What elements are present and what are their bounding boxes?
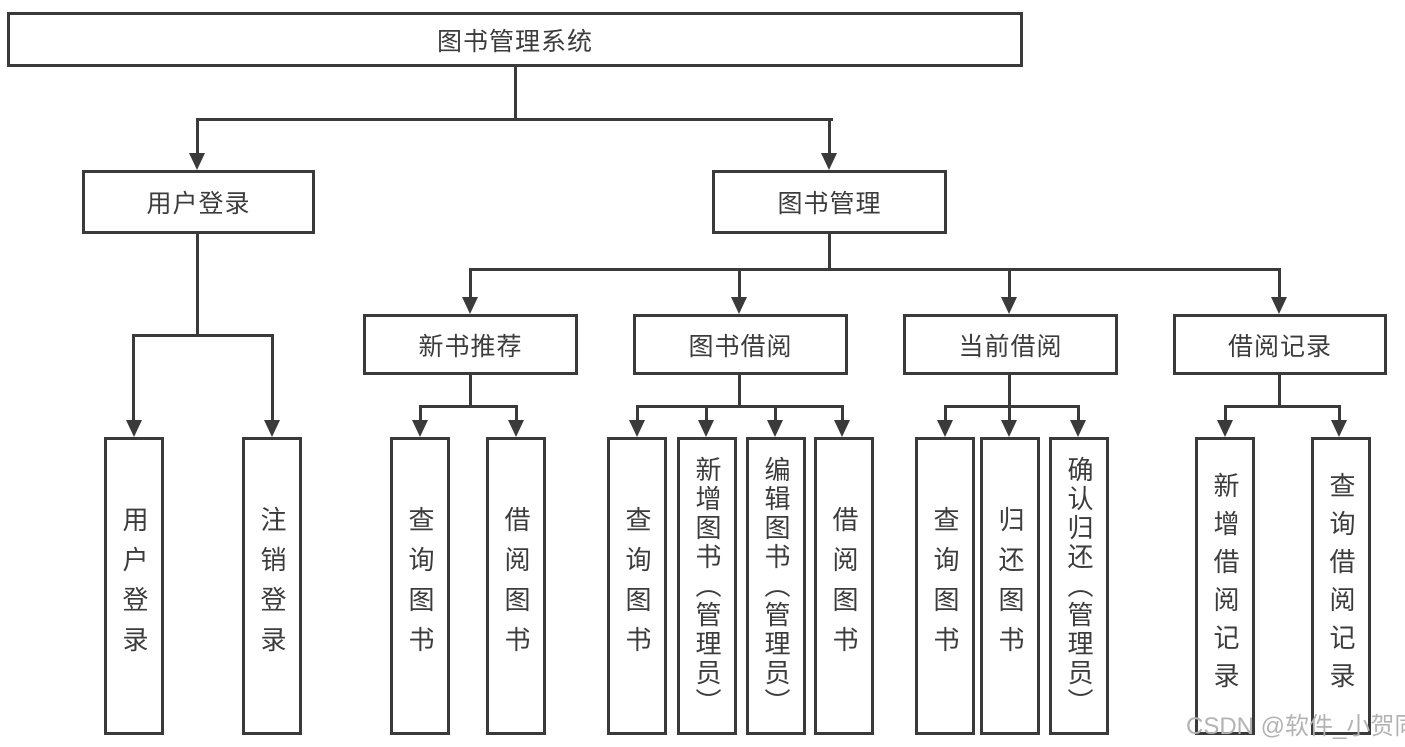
connector-line — [419, 405, 518, 408]
arrowhead-down-icon — [1271, 297, 1287, 314]
connector-line — [469, 268, 1281, 271]
connector-line — [196, 234, 199, 337]
arrowhead-down-icon — [731, 297, 747, 314]
connector-line — [1278, 268, 1281, 300]
arrowhead-down-icon — [189, 153, 205, 170]
node-book-borrowing: 图书借阅 — [633, 314, 848, 375]
connector-line — [515, 405, 518, 423]
node-borrowing-records: 借阅记录 — [1173, 314, 1387, 375]
leaf-add-books-admin: 新增图书（管理员） — [677, 437, 737, 735]
connector-line — [738, 375, 741, 408]
arrowhead-down-icon — [1331, 420, 1347, 437]
connector-line — [828, 118, 831, 156]
arrowhead-down-icon — [462, 297, 478, 314]
leaf-borrow-books-borrowing: 借阅图书 — [814, 437, 874, 735]
leaf-add-borrow-record: 新增借阅记录 — [1195, 437, 1255, 735]
connector-line — [271, 334, 274, 422]
connector-line — [636, 405, 844, 408]
connector-line — [1224, 405, 1341, 408]
arrowhead-down-icon — [821, 153, 837, 170]
leaf-edit-books-admin: 编辑图书（管理员） — [746, 437, 806, 735]
arrowhead-down-icon — [1070, 420, 1086, 437]
connector-line — [1008, 268, 1011, 300]
connector-line — [132, 334, 274, 337]
leaf-user-login: 用户登录 — [104, 437, 164, 735]
node-library-management-system: 图书管理系统 — [7, 12, 1023, 67]
arrowhead-down-icon — [1217, 420, 1233, 437]
connector-line — [132, 334, 135, 422]
node-user-login: 用户登录 — [82, 170, 315, 234]
node-book-management: 图书管理 — [712, 170, 947, 234]
leaf-logout: 注销登录 — [242, 437, 302, 735]
leaf-query-borrow-record: 查询借阅记录 — [1311, 437, 1371, 735]
connector-line — [1008, 405, 1011, 423]
connector-line — [1077, 405, 1080, 423]
leaf-confirm-return-admin: 确认归还（管理员） — [1049, 437, 1109, 735]
connector-line — [1224, 405, 1227, 423]
leaf-return-books: 归还图书 — [980, 437, 1040, 735]
arrowhead-down-icon — [126, 420, 142, 437]
node-current-borrowing: 当前借阅 — [903, 314, 1118, 375]
connector-line — [1008, 375, 1011, 408]
connector-line — [705, 405, 708, 423]
connector-line — [636, 405, 639, 423]
leaf-query-books-borrowing: 查询图书 — [607, 437, 667, 735]
node-new-book-recommendation: 新书推荐 — [363, 314, 578, 375]
arrowhead-down-icon — [264, 420, 280, 437]
arrowhead-down-icon — [937, 420, 953, 437]
connector-line — [1278, 375, 1281, 408]
connector-line — [1338, 405, 1341, 423]
connector-line — [469, 268, 472, 300]
leaf-query-books-current: 查询图书 — [915, 437, 975, 735]
connector-line — [774, 405, 777, 423]
connector-line — [841, 405, 844, 423]
connector-line — [944, 405, 947, 423]
connector-line — [828, 234, 831, 271]
connector-line — [196, 118, 199, 156]
connector-line — [419, 405, 422, 423]
connector-line — [944, 405, 1080, 408]
arrowhead-down-icon — [1001, 420, 1017, 437]
csdn-watermark: CSDN @软件_小贺同学 — [1186, 713, 1405, 740]
arrowhead-down-icon — [1001, 297, 1017, 314]
connector-line — [196, 118, 833, 121]
leaf-borrow-books-recommend: 借阅图书 — [486, 437, 546, 735]
connector-line — [469, 375, 472, 408]
arrowhead-down-icon — [629, 420, 645, 437]
connector-line — [514, 66, 517, 120]
connector-line — [738, 268, 741, 300]
arrowhead-down-icon — [508, 420, 524, 437]
arrowhead-down-icon — [412, 420, 428, 437]
leaf-query-books-recommend: 查询图书 — [390, 437, 450, 735]
arrowhead-down-icon — [834, 420, 850, 437]
arrowhead-down-icon — [767, 420, 783, 437]
arrowhead-down-icon — [698, 420, 714, 437]
